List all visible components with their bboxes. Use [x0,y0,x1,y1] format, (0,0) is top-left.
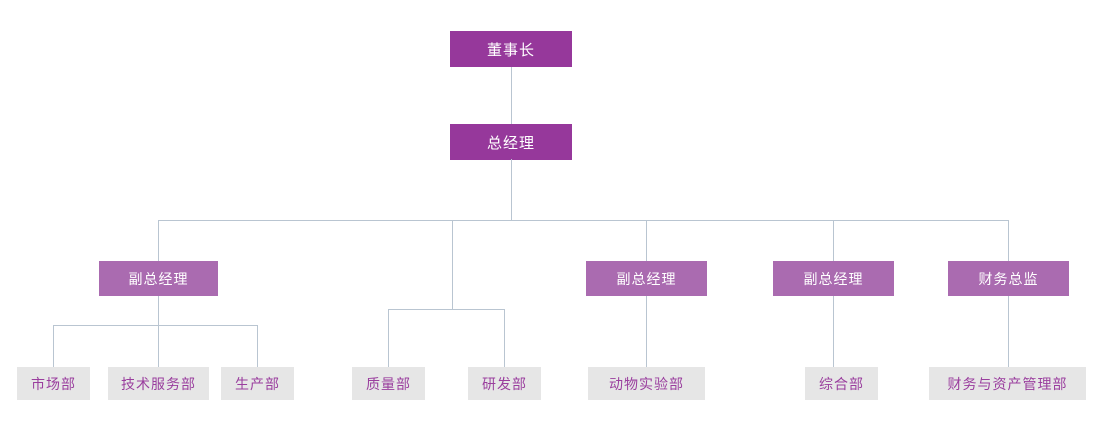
node-general-manager[interactable]: 总经理 [450,124,572,160]
connector-bus-to-vp3 [833,220,834,261]
node-rnd-label: 研发部 [482,375,527,392]
node-vp3-label: 副总经理 [803,270,864,287]
node-vp3[interactable]: 副总经理 [773,261,894,296]
node-finance-asset-label: 财务与资产管理部 [947,375,1068,392]
connector-mid-to-quality [388,309,389,367]
node-rnd[interactable]: 研发部 [468,367,541,400]
node-chairman-label: 董事长 [486,41,535,59]
connector-vp1-bus [53,325,258,326]
connector-vp1-stem [158,296,159,325]
connector-main-bus [158,220,1009,221]
node-animal-lab-label: 动物实验部 [609,375,684,392]
node-production-label: 生产部 [235,375,280,392]
connector-chairman-to-gm [511,67,512,124]
connector-mid-bus [388,309,505,310]
connector-bus-to-midbranch [452,220,453,309]
node-general-manager-label: 总经理 [486,134,535,152]
node-vp2-label: 副总经理 [616,270,677,287]
node-quality-label: 质量部 [366,375,411,392]
node-animal-lab[interactable]: 动物实验部 [588,367,705,400]
connector-vp2-to-animal-lab [646,296,647,367]
node-cfo-label: 财务总监 [978,270,1039,287]
node-tech-service[interactable]: 技术服务部 [108,367,209,400]
connector-bus-to-cfo [1008,220,1009,261]
connector-bus-to-vp1 [158,220,159,261]
node-vp1-label: 副总经理 [128,270,189,287]
node-marketing-label: 市场部 [31,375,76,392]
node-tech-service-label: 技术服务部 [121,375,196,392]
connector-mid-to-rnd [504,309,505,367]
connector-vp1-to-production [257,325,258,367]
node-quality[interactable]: 质量部 [352,367,425,400]
connector-cfo-to-finance-asset [1008,296,1009,367]
connector-vp1-to-marketing [53,325,54,367]
node-chairman[interactable]: 董事长 [450,31,572,67]
connector-bus-to-vp2 [646,220,647,261]
node-vp2[interactable]: 副总经理 [586,261,707,296]
connector-vp1-to-tech-service [158,325,159,367]
connector-vp3-to-general-affairs [833,296,834,367]
node-general-affairs-label: 综合部 [819,375,864,392]
connector-gm-trunk [511,159,512,220]
node-cfo[interactable]: 财务总监 [948,261,1069,296]
node-finance-asset[interactable]: 财务与资产管理部 [929,367,1086,400]
node-production[interactable]: 生产部 [221,367,294,400]
node-vp1[interactable]: 副总经理 [99,261,218,296]
node-general-affairs[interactable]: 综合部 [805,367,878,400]
node-marketing[interactable]: 市场部 [17,367,90,400]
